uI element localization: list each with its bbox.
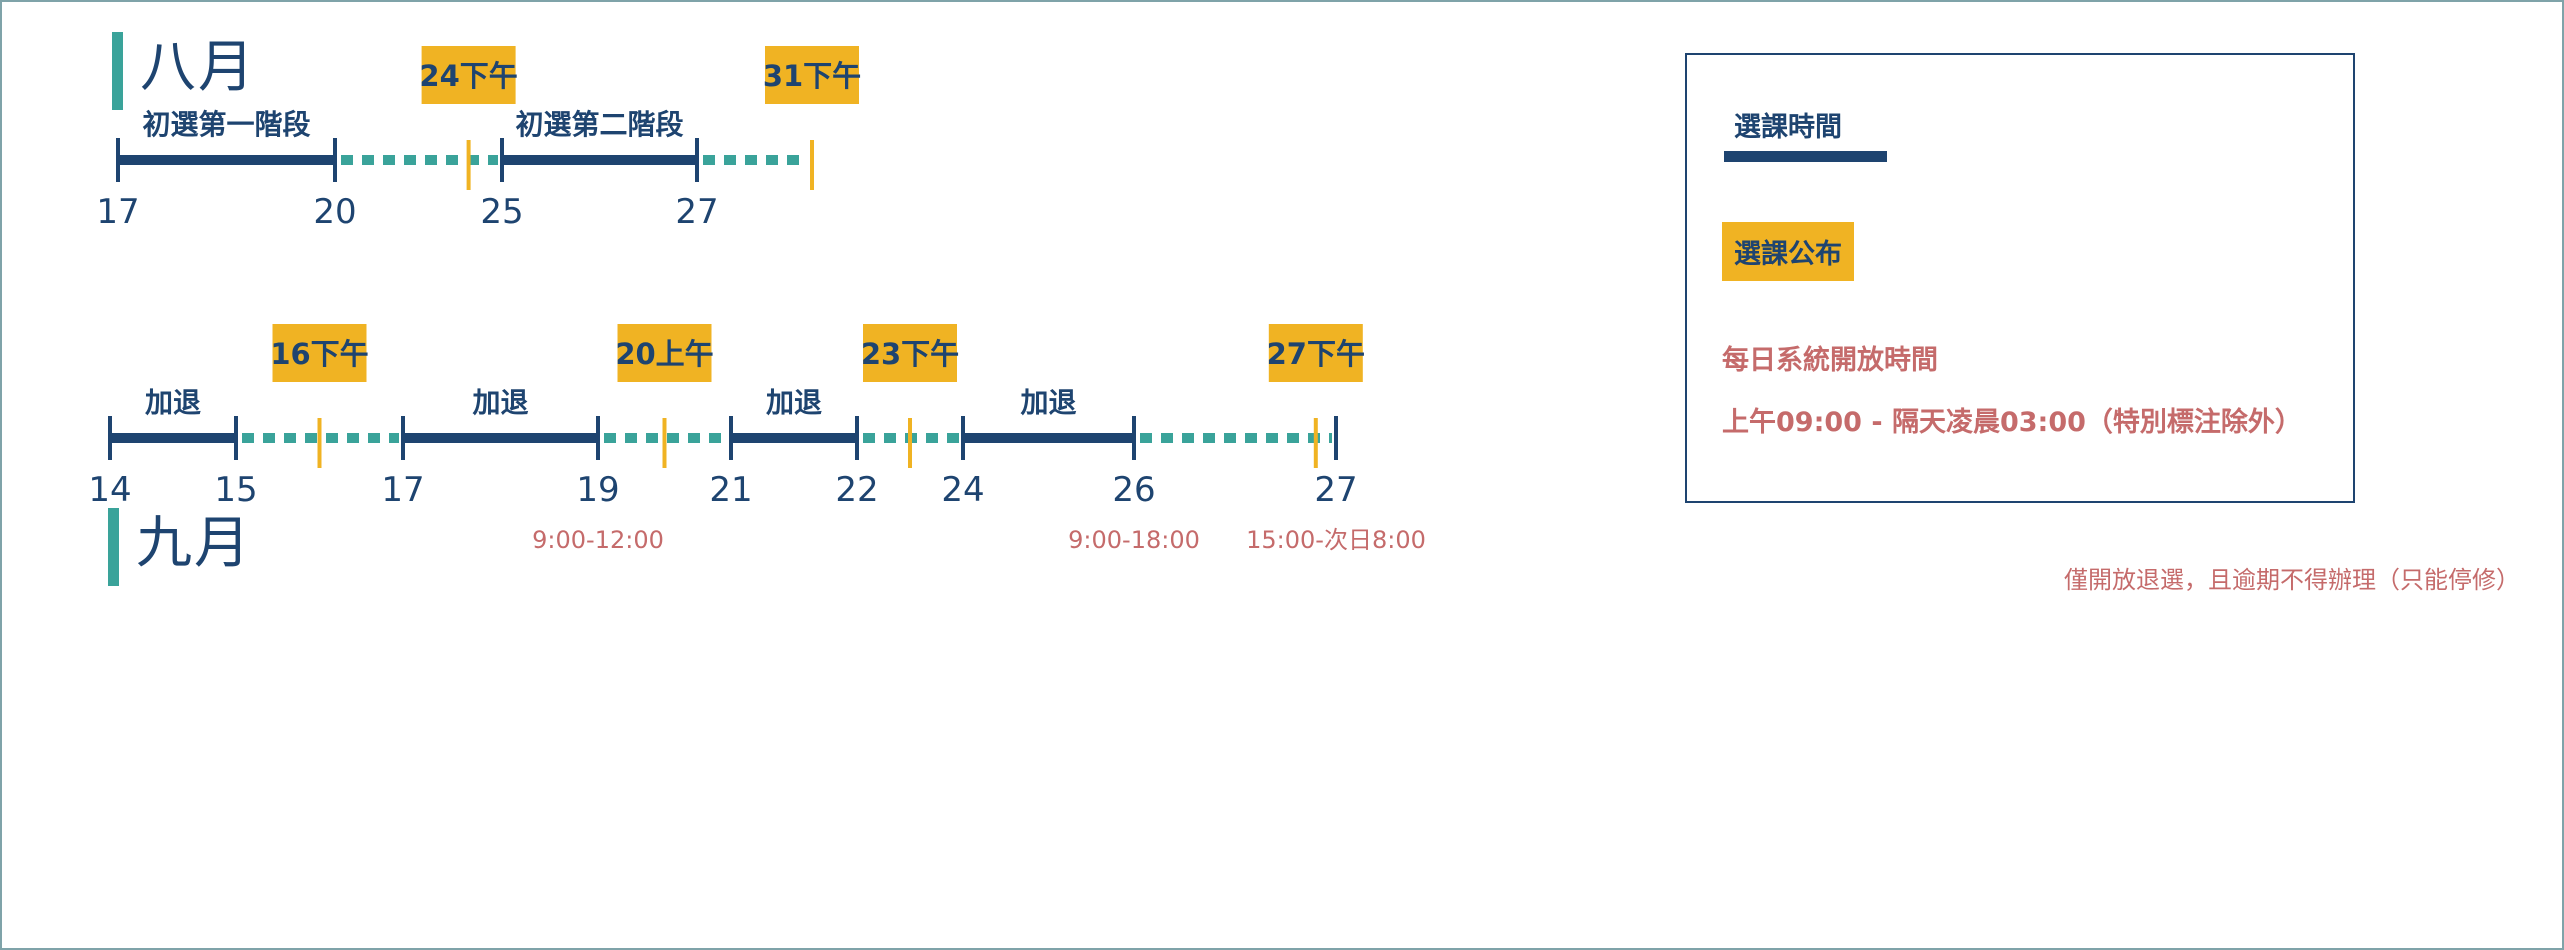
sep-period-label-0: 加退 (145, 386, 201, 419)
sep-note-1-line-0: 9:00-18:00 (1068, 526, 1200, 554)
aug-tick-label-2: 25 (480, 192, 523, 232)
sep-note-0-line-0: 9:00-12:00 (532, 526, 664, 554)
aug-announce-badge-0 (421, 46, 516, 104)
september-accent-bar (108, 508, 119, 586)
sep-tick-label-1: 15 (214, 470, 257, 510)
sep-announce-label-3: 27下午 (1267, 337, 1365, 371)
sep-tick-label-8: 27 (1314, 470, 1357, 510)
september-title: 九月 (136, 511, 252, 576)
legend-daily-open-title: 每日系統開放時間 (1722, 345, 1938, 376)
sep-period-label-3: 加退 (1020, 386, 1076, 419)
sep-announce-label-1: 20上午 (615, 337, 713, 371)
sep-tick-label-0: 14 (88, 470, 131, 510)
sep-period-label-2: 加退 (766, 386, 822, 419)
aug-announce-label-0: 24下午 (419, 59, 517, 93)
sep-announce-badge-1 (617, 324, 712, 382)
sep-announce-badge-2 (863, 324, 957, 382)
legend-period-label: 選課時間 (1734, 112, 1842, 143)
sep-announce-badge-3 (1268, 324, 1363, 382)
aug-announce-label-1: 31下午 (763, 59, 861, 93)
legend-daily-open-hours: 上午09:00 - 隔天凌晨03:00（特別標注除外） (1722, 407, 2302, 438)
legend-box: 選課時間 選課公布 每日系統開放時間 上午09:00 - 隔天凌晨03:00（特… (1685, 53, 2355, 503)
sep-announce-label-0: 16下午 (270, 337, 368, 371)
sep-tick-label-4: 21 (709, 470, 752, 510)
august-accent-bar (112, 32, 123, 110)
legend-announce-badge: 選課公布 (1722, 222, 1854, 281)
legend-period-swatch (1724, 151, 1887, 162)
aug-tick-label-3: 27 (675, 192, 718, 232)
sep-note-2-line-0: 15:00-次日8:00 (1246, 526, 1426, 554)
sep-tick-label-6: 24 (941, 470, 984, 510)
aug-announce-badge-1 (765, 46, 859, 104)
sep-tick-label-7: 26 (1112, 470, 1155, 510)
aug-period-label-0: 初選第一階段 (142, 108, 310, 141)
sep-period-label-1: 加退 (472, 386, 528, 419)
aug-tick-label-1: 20 (313, 192, 356, 232)
sep-announce-label-2: 23下午 (861, 337, 959, 371)
sep-tick-label-2: 17 (381, 470, 424, 510)
sep-note-2-line-1: 僅開放退選，且逾期不得辦理（只能停修） (2064, 566, 2520, 594)
aug-tick-label-0: 17 (96, 192, 139, 232)
sep-tick-label-3: 19 (576, 470, 619, 510)
august-title: 八月 (140, 35, 256, 100)
sep-announce-badge-0 (272, 324, 367, 382)
aug-period-label-1: 初選第二階段 (515, 108, 683, 141)
sep-tick-label-5: 22 (835, 470, 878, 510)
